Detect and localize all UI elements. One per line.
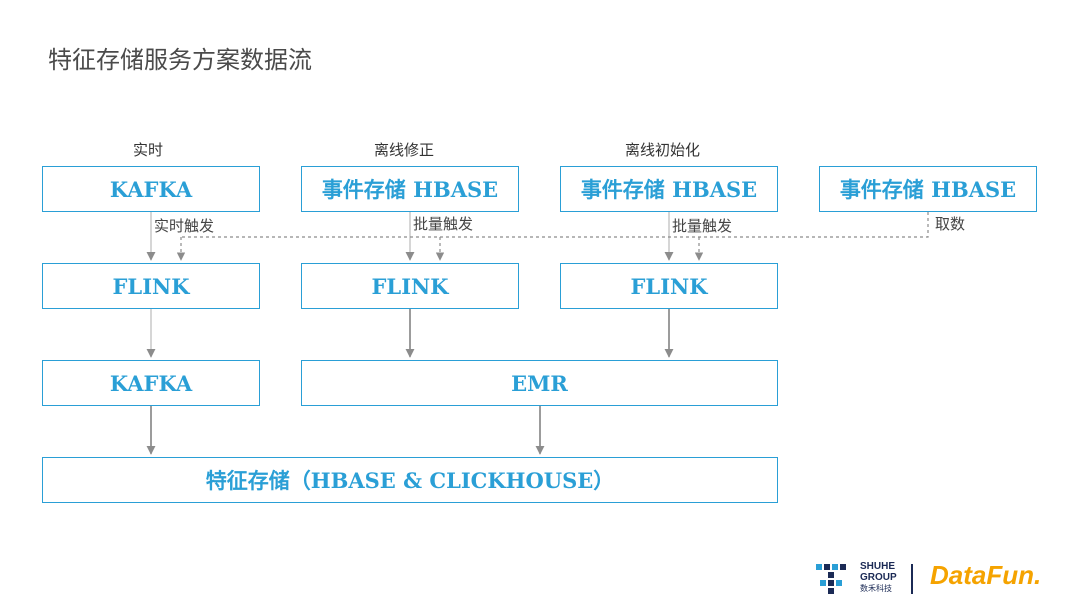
shuhe-logo-text: SHUHE GROUP 数禾科技 [860,561,897,593]
flink-box-1: FLINK [42,263,260,309]
feature-store-box: 特征存储（HBASE & CLICKHOUSE） [42,457,778,503]
flink-box-3: FLINK [560,263,778,309]
edge-label-batch-trigger-1: 批量触发 [411,213,476,234]
kafka-output-box: KAFKA [42,360,260,406]
edge-label-fetch: 取数 [933,213,968,234]
kafka-source-box: KAFKA [42,166,260,212]
page-title: 特征存储服务方案数据流 [48,46,312,74]
hbase-event-store-box-3: 事件存储 HBASE [819,166,1037,212]
column-label-realtime: 实时 [133,141,164,159]
dashed-fetch-line [181,212,929,238]
datafun-logo: DataFun. [930,560,1042,590]
hbase-event-store-box-1: 事件存储 HBASE [301,166,519,212]
edge-label-realtime-trigger: 实时触发 [152,215,217,236]
emr-box: EMR [301,360,778,406]
hbase-event-store-box-2: 事件存储 HBASE [560,166,778,212]
shuhe-logo-icon [816,564,846,594]
flink-box-2: FLINK [301,263,519,309]
edge-label-batch-trigger-2: 批量触发 [670,215,735,236]
column-label-offline-fix: 离线修正 [374,141,435,159]
column-label-offline-init: 离线初始化 [625,141,701,159]
logo-separator [911,564,913,594]
footer-logos: SHUHE GROUP 数禾科技 DataFun. [812,556,1072,600]
